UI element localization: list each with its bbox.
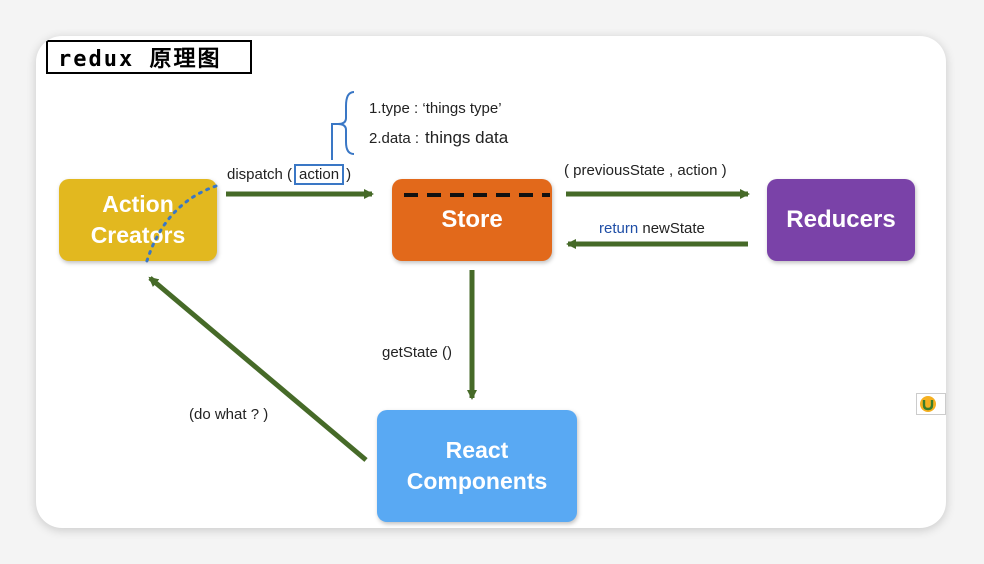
return-value: newState — [642, 220, 705, 237]
do-what-label: (do what ? ) — [189, 406, 269, 423]
action-data-key: 2.data : — [369, 130, 420, 147]
react-components-label: React Components — [406, 436, 548, 494]
diagram-title: redux 原理图 — [46, 40, 252, 74]
overlay-marks — [144, 184, 550, 266]
previous-state-label: ( previousState , action ) — [564, 162, 727, 179]
do-what-arrow — [148, 276, 368, 462]
action-type-label: 1.type : ‘things type’ — [369, 100, 502, 117]
store-node: Store — [392, 179, 552, 261]
dispatch-suffix: ) — [346, 166, 352, 183]
arrows-layer — [148, 91, 750, 462]
diagram-card: redux 原理图 Action Creators Store Reducers… — [36, 36, 946, 528]
reducers-node: Reducers — [767, 179, 915, 261]
dispatch-prefix: dispatch ( — [227, 166, 293, 183]
store-label: Store — [441, 205, 503, 233]
magnet-icon — [920, 396, 936, 412]
reducers-label: Reducers — [786, 205, 896, 233]
action-data-value: things data — [425, 128, 509, 147]
action-data-label: 2.data : things data — [369, 128, 508, 148]
get-state-label: getState () — [382, 344, 453, 361]
dispatch-action-box: action — [294, 164, 345, 185]
return-keyword: return — [599, 220, 639, 237]
action-creators-label: Action Creators — [90, 190, 186, 248]
dotted-curve — [144, 184, 218, 266]
react-components-node: React Components — [377, 410, 577, 522]
action-creators-node: Action Creators — [59, 179, 217, 261]
side-widget-icon[interactable] — [916, 393, 946, 415]
dispatch-label: dispatch (action) — [227, 164, 351, 185]
return-label: return newState — [599, 220, 705, 237]
action-brace-link — [331, 123, 338, 160]
